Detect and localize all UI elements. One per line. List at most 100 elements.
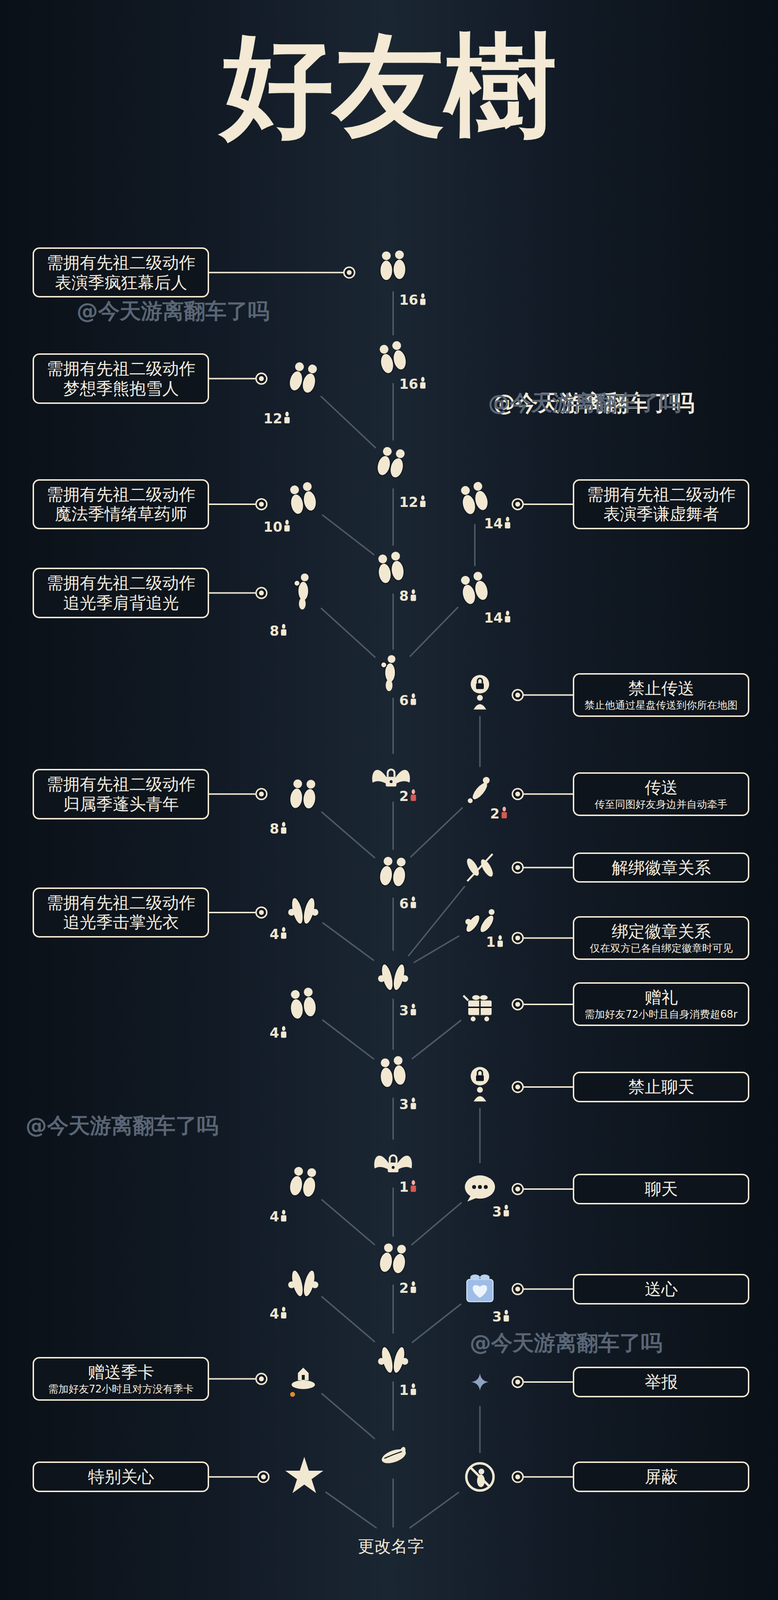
- icon-carry: [380, 655, 396, 692]
- icon-pair: [395, 250, 405, 260]
- cost-number: 3: [492, 1309, 502, 1326]
- icon-pair: [383, 1243, 394, 1254]
- candle-symbol: [504, 522, 511, 529]
- icon-heart: [470, 1274, 480, 1281]
- cost-number: 10: [263, 518, 283, 535]
- tree-line: [479, 1407, 481, 1454]
- icon-pair: [380, 1058, 390, 1069]
- icon-pair: [288, 778, 318, 811]
- watermark: @今天游离翻车了吗: [469, 1329, 663, 1359]
- leader-line: [523, 1086, 573, 1089]
- icon-pair: [378, 1056, 407, 1089]
- leader-line: [512, 862, 524, 874]
- icon-pair: [306, 1167, 318, 1179]
- icon-card: [291, 1380, 316, 1390]
- candle-symbol: [501, 812, 507, 819]
- cost-number: 12: [399, 494, 419, 511]
- leader-line: [515, 1379, 521, 1385]
- tree-line: [320, 396, 375, 448]
- leader-line: [512, 689, 524, 701]
- icon-highfive: [401, 1358, 409, 1366]
- icon-link: [463, 913, 483, 936]
- tree-line: [392, 802, 394, 850]
- box-body: 梦想季熊抱雪人: [37, 378, 204, 399]
- leader-line: [259, 590, 265, 596]
- icon-highfive: [401, 975, 409, 983]
- box-heading: 赠礼: [578, 988, 744, 1008]
- leader-line: [512, 933, 524, 944]
- leader-line: [523, 694, 573, 697]
- icon-fly: [467, 798, 473, 804]
- icon-link: [465, 919, 472, 926]
- icon-pair: [472, 571, 484, 583]
- tree-line: [321, 608, 375, 658]
- candle-symbol: [285, 520, 289, 526]
- candle-symbol: [503, 1210, 510, 1218]
- candle-symbol: [281, 629, 287, 637]
- candle-symbol: [420, 500, 426, 508]
- box-heading: 绑定徽章关系: [578, 921, 744, 942]
- icon-gift: [463, 996, 469, 1002]
- leader-line: [515, 692, 521, 698]
- cost-number: 4: [269, 1025, 279, 1042]
- icon-pair: [396, 857, 407, 867]
- candle-symbol: [411, 789, 416, 795]
- cost-number: 16: [399, 375, 419, 392]
- cost-number: 2: [399, 788, 409, 805]
- icon-pair: [383, 856, 393, 867]
- cost-number: 16: [399, 292, 419, 309]
- icon-fly: [467, 777, 490, 804]
- candle-symbol: [498, 935, 502, 941]
- icon-lockwing: [389, 1155, 397, 1164]
- candle-symbol: [411, 589, 416, 595]
- action-box: 举报: [572, 1367, 750, 1398]
- leader-line: [523, 1004, 573, 1006]
- icon-pair: [391, 340, 402, 351]
- cost-number: 1: [486, 934, 496, 951]
- candle-symbol: [421, 377, 425, 383]
- icon-pair: [378, 344, 389, 355]
- box-heading: 需拥有先祖二级动作: [37, 774, 204, 795]
- icon-pair: [288, 787, 304, 810]
- leader-line: [523, 1476, 573, 1479]
- icon-pair: [287, 481, 319, 516]
- box-heading: 需拥有先祖二级动作: [578, 484, 744, 505]
- icon-carry: [300, 573, 309, 582]
- tree-line: [392, 1098, 394, 1140]
- candle-symbol: [411, 693, 416, 699]
- icon-chat: [483, 1185, 488, 1190]
- icon-pair: [393, 1056, 404, 1066]
- icon-pair: [458, 570, 491, 607]
- leader-line: [209, 912, 256, 914]
- icon-star: [285, 1457, 324, 1494]
- tree-line: [479, 1109, 481, 1164]
- action-box: 需拥有先祖二级动作归属季蓬头青年: [32, 769, 210, 820]
- box-heading: 举报: [578, 1372, 744, 1393]
- leader-line: [209, 267, 573, 1484]
- leader-line: [515, 501, 521, 507]
- leader-line: [523, 1188, 573, 1191]
- leader-line: [209, 503, 256, 506]
- icon-pair: [303, 987, 314, 998]
- leader-line: [256, 587, 267, 599]
- candle-symbol: [281, 1312, 287, 1320]
- leader-line: [515, 1287, 521, 1292]
- icon-pair: [289, 998, 304, 1021]
- icon-pair: [305, 779, 316, 790]
- leader-line: [259, 376, 265, 382]
- action-box: 特别关心: [32, 1462, 210, 1493]
- icon-pair: [472, 579, 490, 602]
- candle-symbol: [421, 495, 425, 501]
- icon-highfive: [378, 963, 409, 992]
- action-box: 聊天: [572, 1174, 750, 1205]
- icon-pair: [375, 454, 393, 478]
- icon-gift: [468, 1007, 492, 1009]
- icon-lockwing: [387, 769, 395, 778]
- tree-line: [321, 1394, 375, 1440]
- leader-line: [256, 1374, 267, 1385]
- box-heading: 屏蔽: [578, 1467, 744, 1488]
- leader-line: [523, 1289, 573, 1291]
- icon-lockbubble: [470, 675, 490, 710]
- tree-line: [322, 1020, 374, 1060]
- candle-symbol: [411, 1004, 416, 1009]
